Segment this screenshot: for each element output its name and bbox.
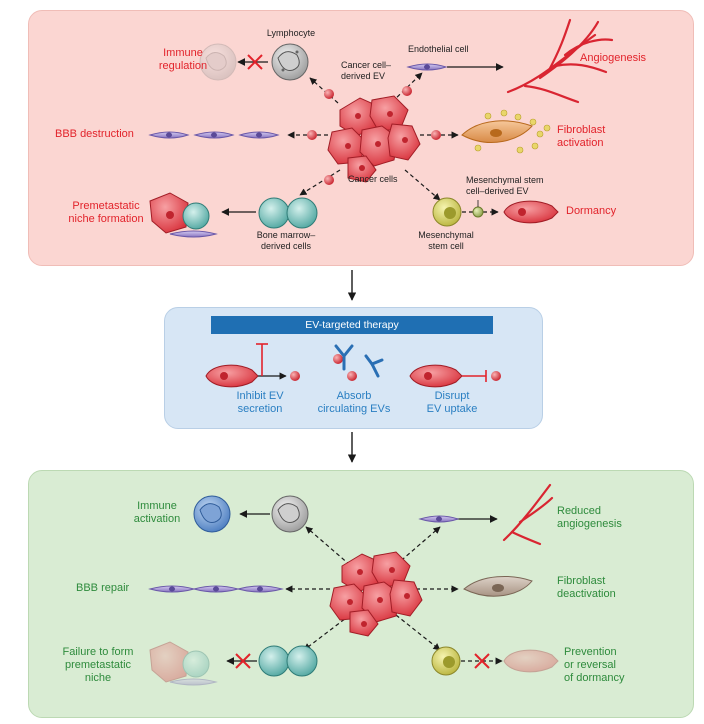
label-bbb-repair: BBB repair (76, 582, 130, 594)
label-mesenchymal-stem-cell: Mesenchymal stem cell (418, 230, 474, 251)
reduced-angiogenesis-icon (502, 483, 554, 546)
ev-particle (324, 175, 334, 185)
label-dormancy: Dormancy (566, 205, 617, 217)
label-reduced-angiogenesis: Reduced angiogenesis (557, 505, 622, 530)
dormant-cancer-cell (503, 200, 559, 224)
msc-ev-particle (472, 206, 484, 218)
therapy-title-bar: EV-targeted therapy (211, 316, 493, 334)
label-failure-premetastatic-niche: Failure to form premetastatic niche (62, 646, 134, 684)
label-angiogenesis: Angiogenesis (580, 52, 647, 64)
label-inhibit-ev-secretion: Inhibit EV secretion (236, 390, 284, 415)
endothelial-cell (406, 63, 448, 71)
lymphocyte-cell (271, 495, 309, 533)
premetastatic-niche (149, 192, 218, 238)
label-cancer-cells: Cancer cells (348, 174, 398, 184)
label-lymphocyte: Lymphocyte (266, 28, 316, 38)
endothelial-cell (418, 515, 460, 523)
mesenchymal-stem-cell (431, 646, 461, 676)
endothelial-row (148, 131, 280, 139)
activated-immune-cell (193, 495, 231, 533)
antibody-capture-graphic (333, 344, 384, 381)
faded-dormant-cell (503, 649, 559, 673)
label-fibroblast-deactivation: Fibroblast deactivation (557, 575, 616, 600)
label-absorb-circulating-evs: Absorb circulating EVs (317, 390, 391, 415)
lymphocyte-cell (271, 43, 309, 81)
label-endothelial-cell: Endothelial cell (408, 44, 469, 54)
label-immune-activation: Immune activation (133, 500, 181, 525)
bone-marrow-cells (258, 645, 318, 677)
faded-lymphocyte (199, 43, 237, 81)
label-premetastatic-niche: Premetastatic niche formation (68, 200, 144, 225)
bone-marrow-cells (258, 197, 318, 229)
disrupt-uptake-graphic (409, 364, 501, 388)
fibroblast-deactivated (463, 576, 533, 597)
label-bone-marrow-cells: Bone marrow– derived cells (256, 230, 316, 251)
ev-particle (402, 86, 412, 96)
ev-particle (431, 130, 441, 140)
cancer-cell-cluster (329, 551, 423, 637)
label-prevention-reversal-dormancy: Prevention or reversal of dormancy (564, 646, 625, 684)
label-immune-regulation: Immune regulation (158, 47, 208, 72)
inhibit-secretion-graphic (205, 343, 300, 388)
label-disrupt-ev-uptake: Disrupt EV uptake (426, 390, 478, 415)
cancer-cell-cluster (327, 95, 421, 183)
block-cross-icon (235, 653, 490, 669)
faded-premetastatic-niche (149, 641, 218, 686)
label-cancer-derived-ev: Cancer cell– derived EV (341, 60, 392, 81)
block-cross-icon (247, 54, 263, 70)
ev-particle (324, 89, 334, 99)
label-fibroblast-activation: Fibroblast activation (557, 124, 606, 149)
angiogenesis-vessels-icon (506, 18, 614, 104)
ev-particle (307, 130, 317, 140)
label-bbb-destruction: BBB destruction (55, 128, 134, 140)
label-msc-derived-ev: Mesenchymal stem cell–derived EV (466, 175, 544, 196)
fibroblast-activated (461, 109, 551, 154)
mesenchymal-stem-cell (432, 197, 462, 227)
endothelial-row (148, 585, 284, 593)
